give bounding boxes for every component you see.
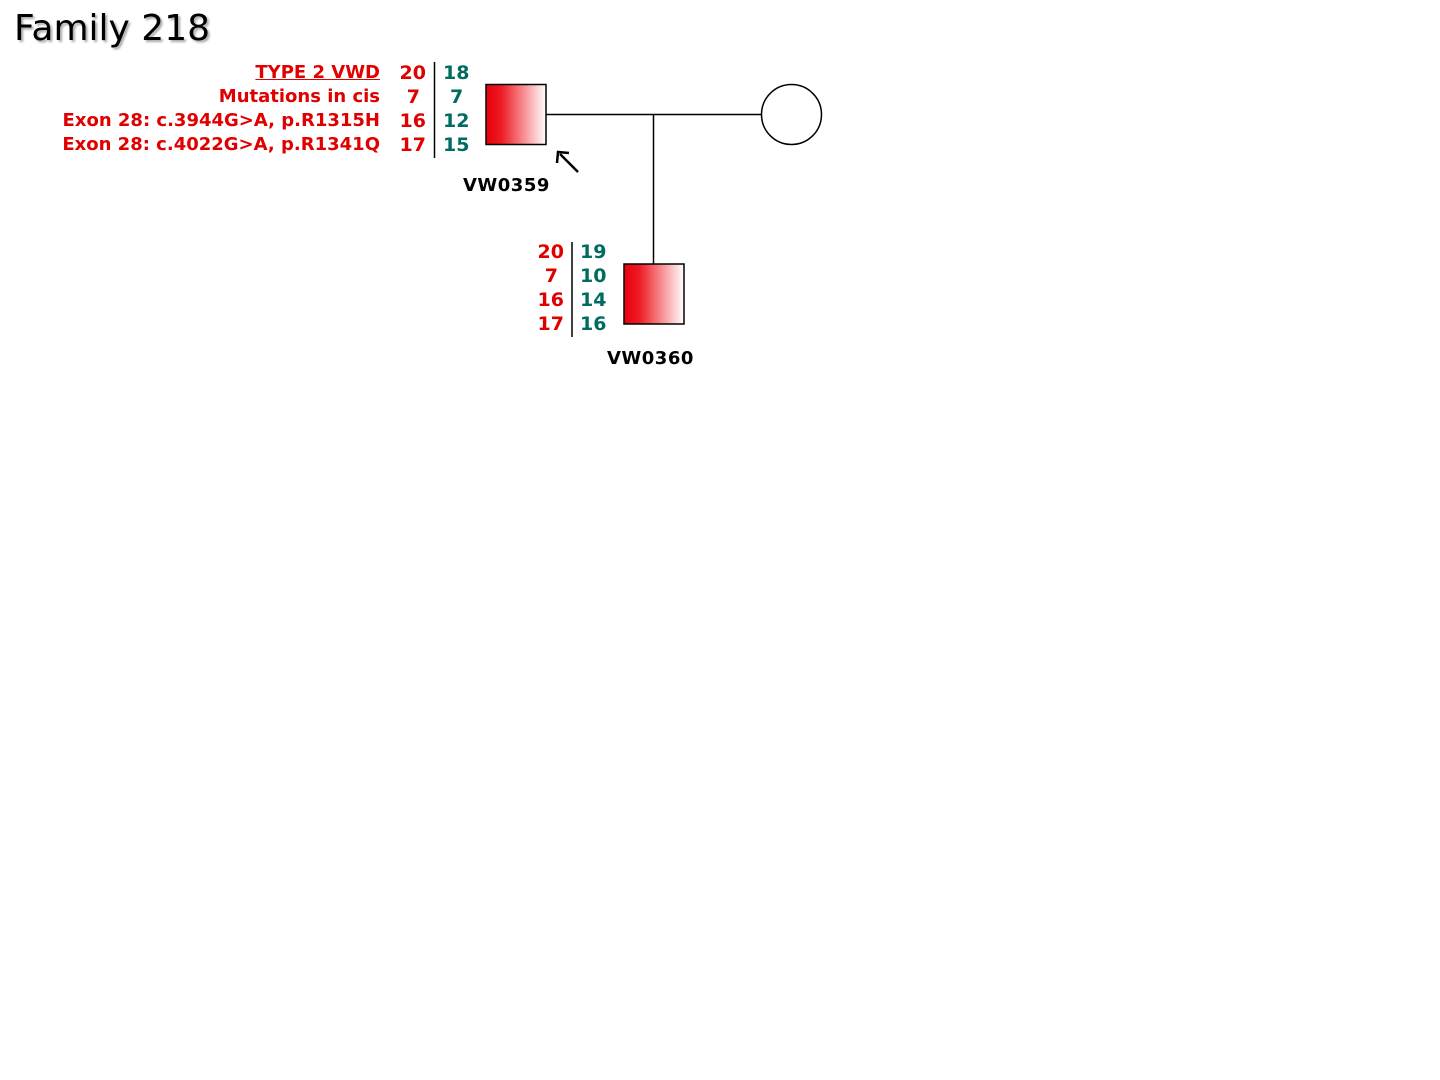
father-allele-right-4: 15 <box>443 134 470 156</box>
father-id-label: VW0359 <box>463 175 550 196</box>
mutation1-label: Exon 28: c.3944G>A, p.R1315H <box>62 110 380 131</box>
son-allele-right-2: 10 <box>580 265 607 287</box>
cis-note-label: Mutations in cis <box>218 86 380 107</box>
son-allele-left-2: 7 <box>544 265 558 287</box>
father-allele-right-1: 18 <box>443 62 470 84</box>
page-title: Family 218 <box>14 8 210 49</box>
proband-arrow-icon <box>555 150 579 173</box>
mutation2-label: Exon 28: c.4022G>A, p.R1341Q <box>62 134 380 155</box>
father-allele-left-2: 7 <box>406 86 420 108</box>
father-allele-left-3: 16 <box>399 110 426 132</box>
son-symbol <box>623 263 685 325</box>
son-allele-left-3: 16 <box>537 289 564 311</box>
son-allele-right-4: 16 <box>580 313 607 335</box>
son-allele-left-4: 17 <box>537 313 564 335</box>
father-allele-left-1: 20 <box>399 62 426 84</box>
son-allele-right-1: 19 <box>580 241 607 263</box>
son-allele-right-3: 14 <box>580 289 607 311</box>
son-allele-left-1: 20 <box>537 241 564 263</box>
father-symbol <box>485 83 547 146</box>
mother-symbol <box>760 83 823 146</box>
father-allele-right-3: 12 <box>443 110 470 132</box>
phenotype-label: TYPE 2 VWD <box>255 62 380 83</box>
father-allele-left-4: 17 <box>399 134 426 156</box>
father-allele-right-2: 7 <box>450 86 464 108</box>
son-id-label: VW0360 <box>607 348 694 369</box>
